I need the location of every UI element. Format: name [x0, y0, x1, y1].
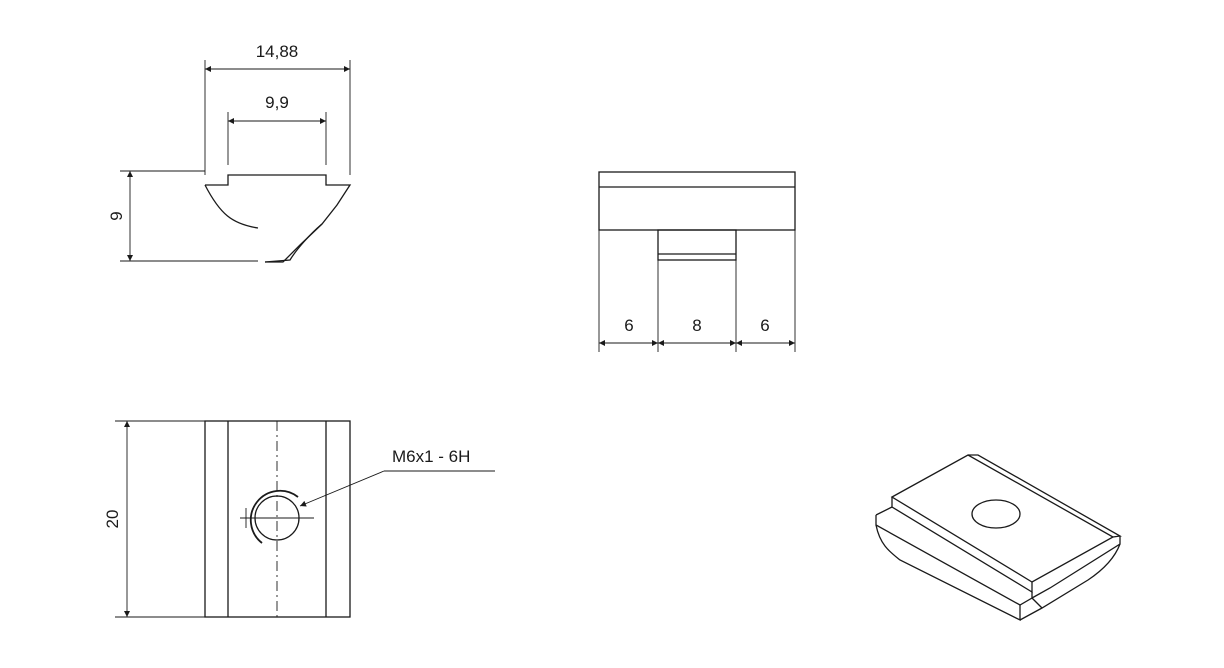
iso-top-face — [890, 454, 1115, 583]
side-view: 6 8 6 — [598, 171, 796, 352]
plan-view: 20 M6x1 - 6H — [103, 420, 495, 618]
thread-hole — [254, 495, 300, 541]
dim-plan-length: 20 — [103, 510, 122, 529]
dim-front-height: 9 — [107, 211, 126, 220]
dim-side-middle: 8 — [692, 316, 701, 335]
thread-callout-label: M6x1 - 6H — [392, 447, 470, 466]
side-view-thread-boss — [657, 229, 737, 261]
iso-right-flange — [1031, 536, 1121, 599]
dim-side-left: 6 — [624, 316, 633, 335]
side-view-body — [598, 171, 796, 231]
isometric-view — [875, 454, 1122, 622]
thread-callout-leader — [300, 470, 495, 506]
front-view-outline — [204, 174, 352, 263]
front-view: 14,88 9,9 9 — [107, 42, 352, 263]
iso-thread-hole — [971, 499, 1021, 529]
dim-front-inner-width: 9,9 — [265, 93, 289, 112]
thread-major-arc — [249, 489, 299, 544]
dim-front-top-width: 14,88 — [256, 42, 299, 61]
dim-side-right: 6 — [760, 316, 769, 335]
plan-view-body — [204, 420, 351, 618]
iso-left-flange — [875, 506, 1033, 606]
front-view-lower-edge — [264, 223, 323, 263]
